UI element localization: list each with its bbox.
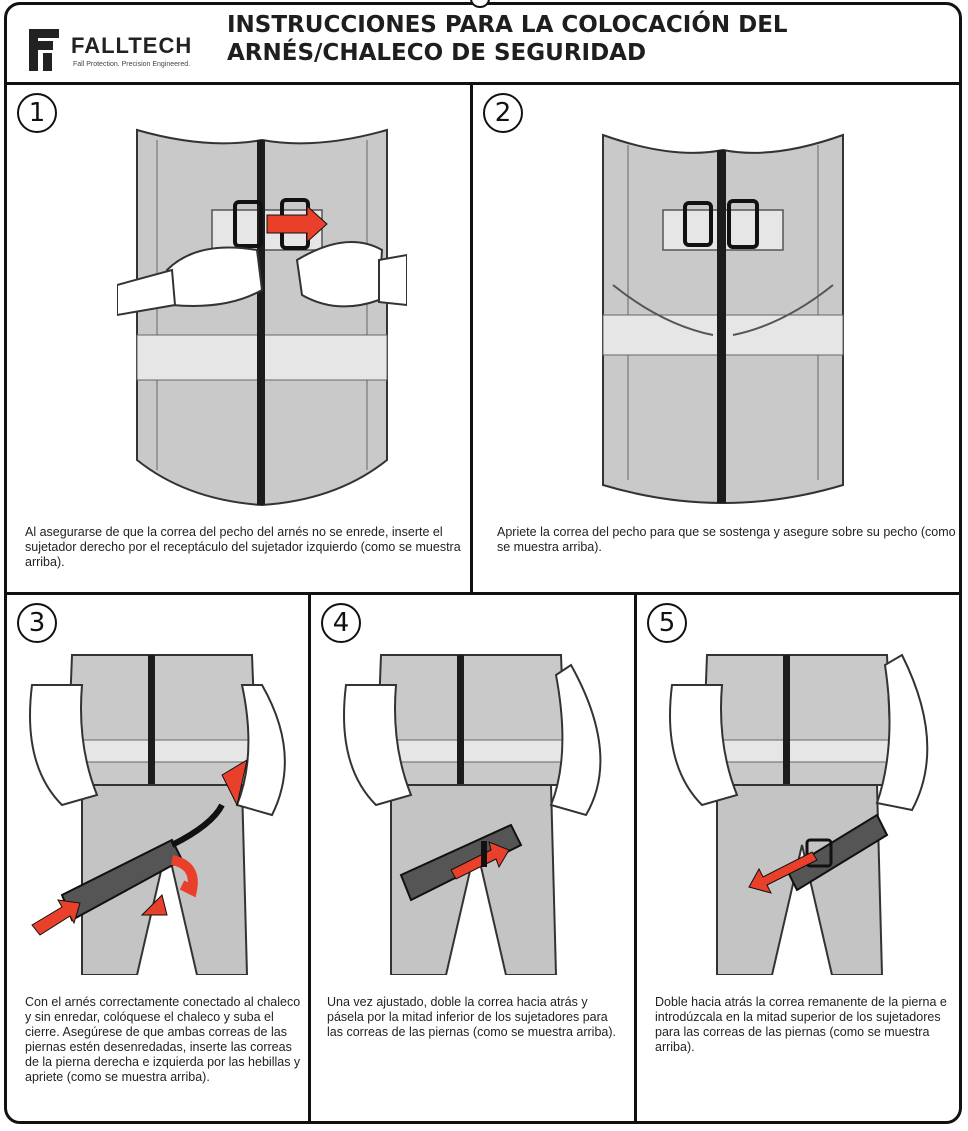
title-line-1: INSTRUCCIONES PARA LA COLOCACIÓN DEL [227, 11, 947, 39]
brand-name: FALLTECH [71, 33, 192, 59]
brand-logo: FALLTECH Fall Protection. Precision Engi… [27, 25, 217, 77]
header: FALLTECH Fall Protection. Precision Engi… [7, 5, 959, 85]
page-title: INSTRUCCIONES PARA LA COLOCACIÓN DEL ARN… [227, 11, 947, 67]
instruction-sheet: FALLTECH Fall Protection. Precision Engi… [4, 2, 962, 1124]
step-1-caption: Al asegurarse de que la correa del pecho… [25, 525, 465, 570]
step-3-caption: Con el arnés correctamente conectado al … [25, 995, 307, 1085]
step-4-panel: 4 Una vez ajustado, doble la correa haci… [311, 595, 637, 1124]
step-1-number: 1 [17, 93, 57, 133]
falltech-logo-icon [27, 25, 67, 75]
step-2-panel: 2 Apriete la correa del pecho para que s… [473, 85, 962, 595]
step-3-panel: 3 Con el arnés correctamente conectado a… [7, 595, 311, 1124]
step-3-number: 3 [17, 603, 57, 643]
step-2-number: 2 [483, 93, 523, 133]
step-5-number: 5 [647, 603, 687, 643]
step-1-panel: 1 Al asegurarse de que la correa del pec… [7, 85, 473, 595]
step-5-panel: 5 Doble hacia atrás la correa remanente … [637, 595, 962, 1124]
step-4-number: 4 [321, 603, 361, 643]
leg-strap-fold-illustration [331, 645, 621, 975]
title-line-2: ARNÉS/CHALECO DE SEGURIDAD [227, 39, 947, 67]
vest-tightened-illustration [593, 125, 853, 505]
leg-strap-tuck-illustration [657, 645, 947, 975]
vest-chest-buckle-illustration [117, 120, 407, 510]
step-2-caption: Apriete la correa del pecho para que se … [497, 525, 957, 555]
brand-tagline: Fall Protection. Precision Engineered. [73, 61, 190, 68]
leg-strap-insert-illustration [22, 645, 302, 975]
step-4-caption: Una vez ajustado, doble la correa hacia … [327, 995, 627, 1040]
step-5-caption: Doble hacia atrás la correa remanente de… [655, 995, 955, 1055]
